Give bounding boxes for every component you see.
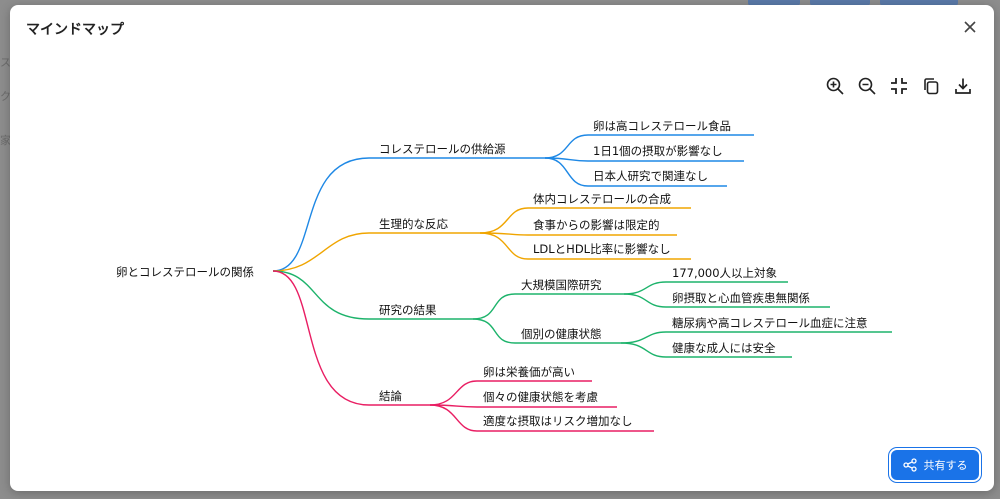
- branch-connector: [472, 318, 516, 344]
- root-branch-connector: [272, 270, 370, 320]
- branch-connector: [623, 281, 667, 295]
- download-icon: [955, 78, 971, 94]
- background-text: 家: [0, 134, 11, 147]
- leaf-node[interactable]: 適度な摂取はリスク増加なし: [483, 414, 633, 428]
- close-button[interactable]: [962, 19, 978, 35]
- branch-connector: [479, 232, 529, 260]
- sub-branch-individual-health[interactable]: 個別の健康状態: [521, 327, 602, 341]
- mindmap-canvas: 卵とコレステロールの関係 コレステロールの供給源 卵は高コレステロール食品 1日…: [116, 119, 892, 432]
- share-label: 共有する: [923, 459, 968, 472]
- background-text: ス: [0, 56, 11, 69]
- branch-physiological-reaction[interactable]: 生理的な反応: [379, 217, 448, 231]
- leaf-node[interactable]: 糖尿病や高コレステロール血症に注意: [672, 316, 868, 330]
- copy-button[interactable]: [920, 75, 942, 97]
- copy-icon: [924, 78, 939, 95]
- mindmap-toolbar: [824, 75, 974, 97]
- close-icon: [964, 21, 976, 33]
- root-branch-connector: [272, 270, 370, 406]
- leaf-node[interactable]: 卵摂取と心血管疾患無関係: [672, 291, 810, 305]
- leaf-node[interactable]: 卵は栄養価が高い: [483, 365, 575, 379]
- background-button: [880, 0, 958, 6]
- dialog-title: マインドマップ: [26, 22, 124, 38]
- download-button[interactable]: [952, 75, 974, 97]
- branch-conclusion[interactable]: 結論: [379, 389, 402, 403]
- branch-connector: [479, 207, 529, 234]
- fit-screen-icon: [891, 78, 907, 94]
- branch-connector: [620, 342, 667, 358]
- sub-branch-large-study[interactable]: 大規模国際研究: [521, 278, 602, 292]
- leaf-node[interactable]: LDLとHDL比率に影響なし: [533, 242, 671, 256]
- branch-connector: [429, 380, 478, 406]
- branch-connector: [429, 404, 478, 432]
- fit-screen-button[interactable]: [888, 75, 910, 97]
- branch-connector: [472, 293, 516, 320]
- share-icon: [902, 458, 917, 472]
- branch-connector: [544, 157, 589, 187]
- leaf-node[interactable]: 個々の健康状態を考慮: [483, 390, 598, 404]
- branch-supply-source[interactable]: コレステロールの供給源: [379, 142, 506, 156]
- background-text: ク: [0, 90, 11, 103]
- branch-research-results[interactable]: 研究の結果: [379, 303, 437, 317]
- zoom-out-icon: [858, 77, 876, 95]
- leaf-node[interactable]: 1日1個の摂取が影響なし: [593, 144, 723, 158]
- root-branch-connector: [272, 232, 370, 272]
- leaf-node[interactable]: 卵は高コレステロール食品: [593, 119, 731, 133]
- leaf-node[interactable]: 177,000人以上対象: [672, 266, 777, 280]
- branch-connector: [620, 331, 667, 344]
- background-button: [748, 0, 800, 6]
- leaf-node[interactable]: 食事からの影響は限定的: [533, 218, 660, 232]
- zoom-out-button[interactable]: [856, 75, 878, 97]
- leaf-node[interactable]: 健康な成人には安全: [672, 341, 776, 355]
- share-button[interactable]: 共有する: [891, 450, 979, 480]
- zoom-in-button[interactable]: [824, 75, 846, 97]
- branch-connector: [623, 293, 667, 308]
- background-button: [810, 0, 870, 6]
- root-branch-connector: [272, 157, 370, 272]
- root-node[interactable]: 卵とコレステロールの関係: [116, 265, 254, 279]
- leaf-node[interactable]: 体内コレステロールの合成: [533, 192, 671, 206]
- zoom-in-icon: [826, 77, 844, 95]
- mindmap-dialog: マインドマップ: [10, 5, 994, 491]
- leaf-node[interactable]: 日本人研究で関連なし: [593, 169, 708, 183]
- branch-connector: [544, 134, 589, 159]
